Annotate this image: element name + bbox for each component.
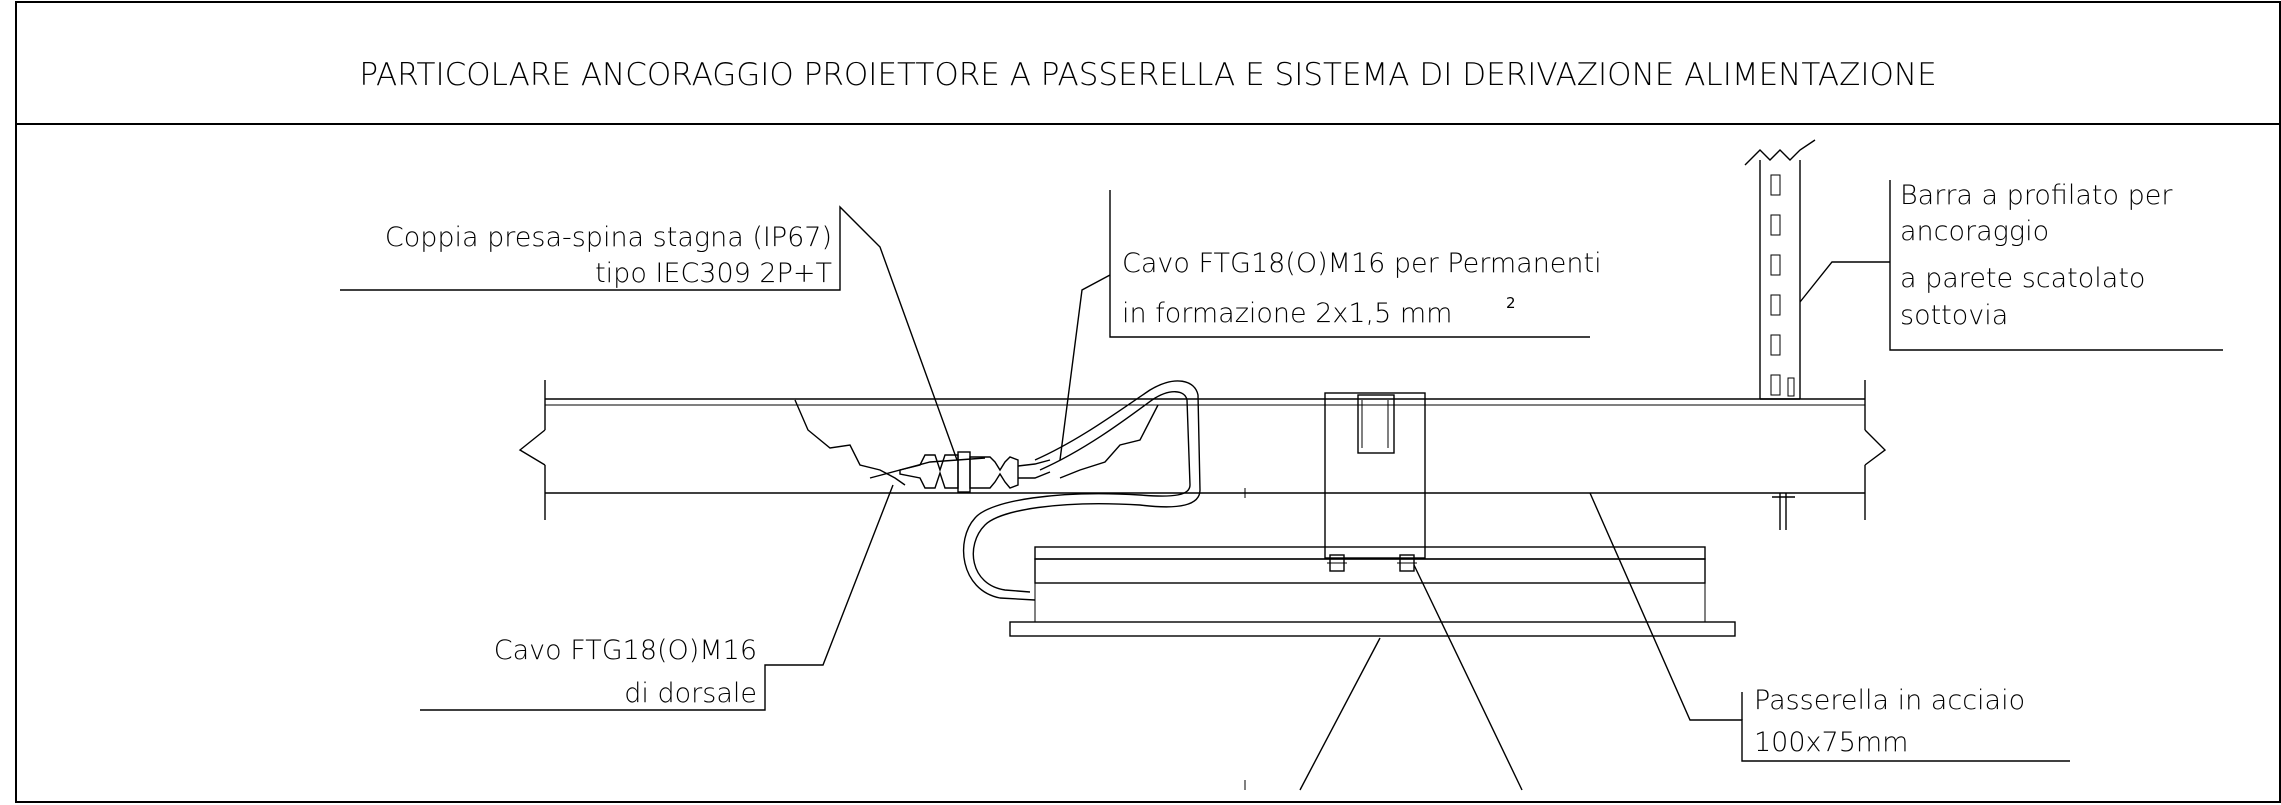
floodlight-bracket — [1324, 392, 1426, 572]
label-cable-perm-superscript: 2 — [1506, 294, 1516, 312]
plug-socket-coupling — [899, 451, 1051, 493]
label-dorsale-line2: di dorsale — [624, 678, 757, 709]
label-profile-line2: ancoraggio — [1900, 216, 2049, 247]
drawing-frame — [15, 1, 2281, 803]
label-tray-line1: Passerella in acciaio — [1754, 685, 2025, 716]
label-cable-permanent: Cavo FTG18(O)M16 per Permanenti in forma… — [1122, 248, 1602, 329]
label-plug-line2: tipo IEC309 2P+T — [595, 258, 832, 289]
label-profile-line1: Barra a profilato per — [1900, 180, 2173, 211]
tray-cutaway — [794, 399, 1159, 486]
label-plug-line1: Coppia presa-spina stagna (IP67) — [385, 222, 832, 253]
cable-tray — [518, 380, 1887, 790]
label-plug-socket: Coppia presa-spina stagna (IP67) tipo IE… — [385, 222, 832, 289]
label-profile-bar: Barra a profilato per ancoraggio a paret… — [1900, 180, 2173, 331]
label-profile-line4: sottovia — [1900, 300, 2008, 331]
leader-lines — [340, 180, 2223, 791]
label-cable-perm-line2: in formazione 2x1,5 mm — [1122, 298, 1452, 329]
floodlight-body — [1009, 546, 1736, 791]
label-cable-perm-line1: Cavo FTG18(O)M16 per Permanenti — [1122, 248, 1602, 279]
label-profile-line3: a parete scatolato — [1900, 263, 2145, 294]
branch-cable — [962, 380, 1201, 601]
drawing-title: PARTICOLARE ANCORAGGIO PROIETTORE A PASS… — [359, 57, 1936, 93]
label-tray: Passerella in acciaio 100x75mm — [1754, 685, 2025, 758]
label-cable-dorsale: Cavo FTG18(O)M16 di dorsale — [494, 635, 757, 709]
profile-bar — [1744, 139, 1816, 530]
label-tray-line2: 100x75mm — [1754, 727, 1908, 758]
label-dorsale-line1: Cavo FTG18(O)M16 — [494, 635, 757, 666]
